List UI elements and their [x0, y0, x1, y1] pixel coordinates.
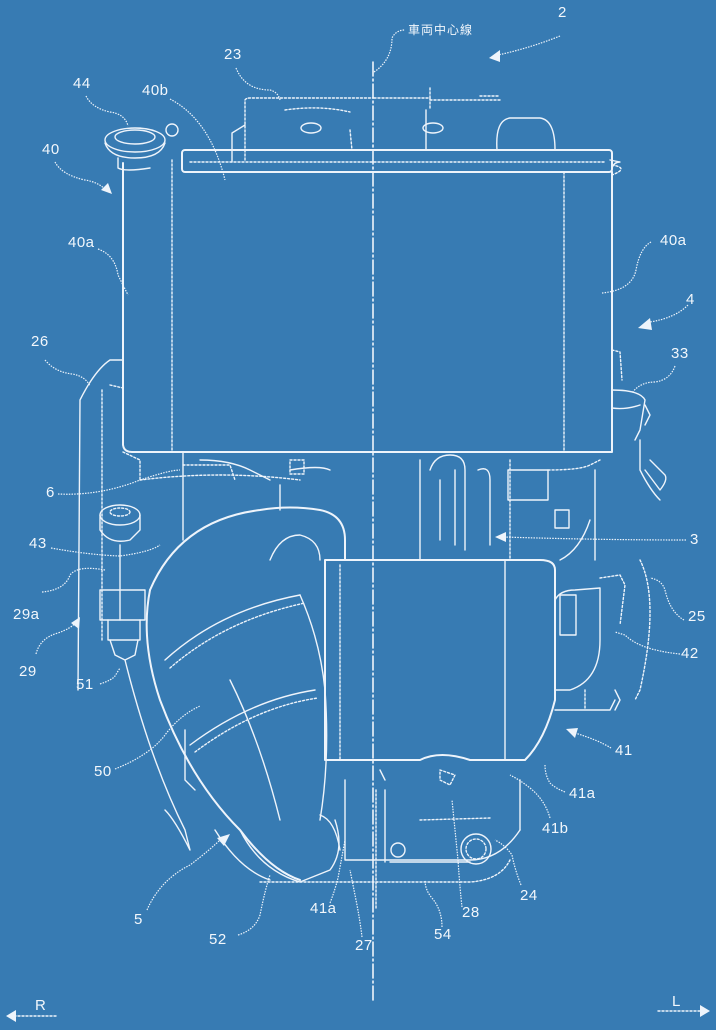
radiator-40 — [104, 123, 622, 453]
direction-label-r: R — [35, 997, 47, 1014]
leader-lines — [35, 35, 689, 938]
reservoir-tank-43 — [99, 504, 146, 661]
ref-label-6: 6 — [46, 484, 55, 501]
tailpipe-52 — [214, 814, 341, 883]
ref-label-23: 23 — [224, 46, 242, 63]
ref-label-25: 25 — [688, 608, 706, 625]
ref-label-5: 5 — [134, 911, 143, 928]
engine-top-23 — [231, 87, 556, 163]
ref-label-52: 52 — [209, 931, 227, 948]
ref-label-42: 42 — [681, 645, 699, 662]
ref-label-43: 43 — [29, 535, 47, 552]
centerline-label: 車両中心線 — [408, 23, 474, 37]
side-pipe-33 — [611, 349, 667, 501]
ref-label-24: 24 — [520, 887, 538, 904]
ref-label-29: 29 — [19, 663, 37, 680]
ref-label-28: 28 — [462, 904, 480, 921]
direction-arrow-l — [657, 1005, 710, 1017]
oil-pan-54 — [259, 769, 521, 911]
vehicle-centerline — [372, 29, 406, 1001]
ref-label-44: 44 — [73, 75, 91, 92]
ref-label-3: 3 — [690, 531, 699, 548]
left-pipe-26 — [77, 359, 141, 691]
ref-label-50: 50 — [94, 763, 112, 780]
ref-label-40b: 40b — [142, 82, 169, 99]
ref-label-40a-right: 40a — [660, 232, 687, 249]
ref-label-4: 4 — [686, 291, 695, 308]
ref-label-40a-left: 40a — [68, 234, 95, 251]
ref-label-2: 2 — [558, 4, 567, 21]
exhaust-pipe-6 — [139, 474, 346, 591]
ref-label-41: 41 — [615, 742, 633, 759]
tank-41 — [324, 559, 651, 761]
ref-label-41a-right: 41a — [569, 785, 596, 802]
ref-label-26: 26 — [31, 333, 49, 350]
ref-label-27: 27 — [355, 937, 373, 954]
ref-label-51: 51 — [76, 676, 94, 693]
ref-label-41a-bottom: 41a — [310, 900, 337, 917]
ref-label-41b: 41b — [542, 820, 569, 837]
muffler-50 — [124, 589, 328, 881]
direction-arrow-r — [6, 1010, 59, 1022]
ref-label-54: 54 — [434, 926, 452, 943]
engine-body-3 — [182, 451, 601, 561]
ref-label-40: 40 — [42, 141, 60, 158]
ref-label-29a: 29a — [13, 606, 40, 623]
direction-label-l: L — [672, 993, 681, 1010]
ref-label-33: 33 — [671, 345, 689, 362]
